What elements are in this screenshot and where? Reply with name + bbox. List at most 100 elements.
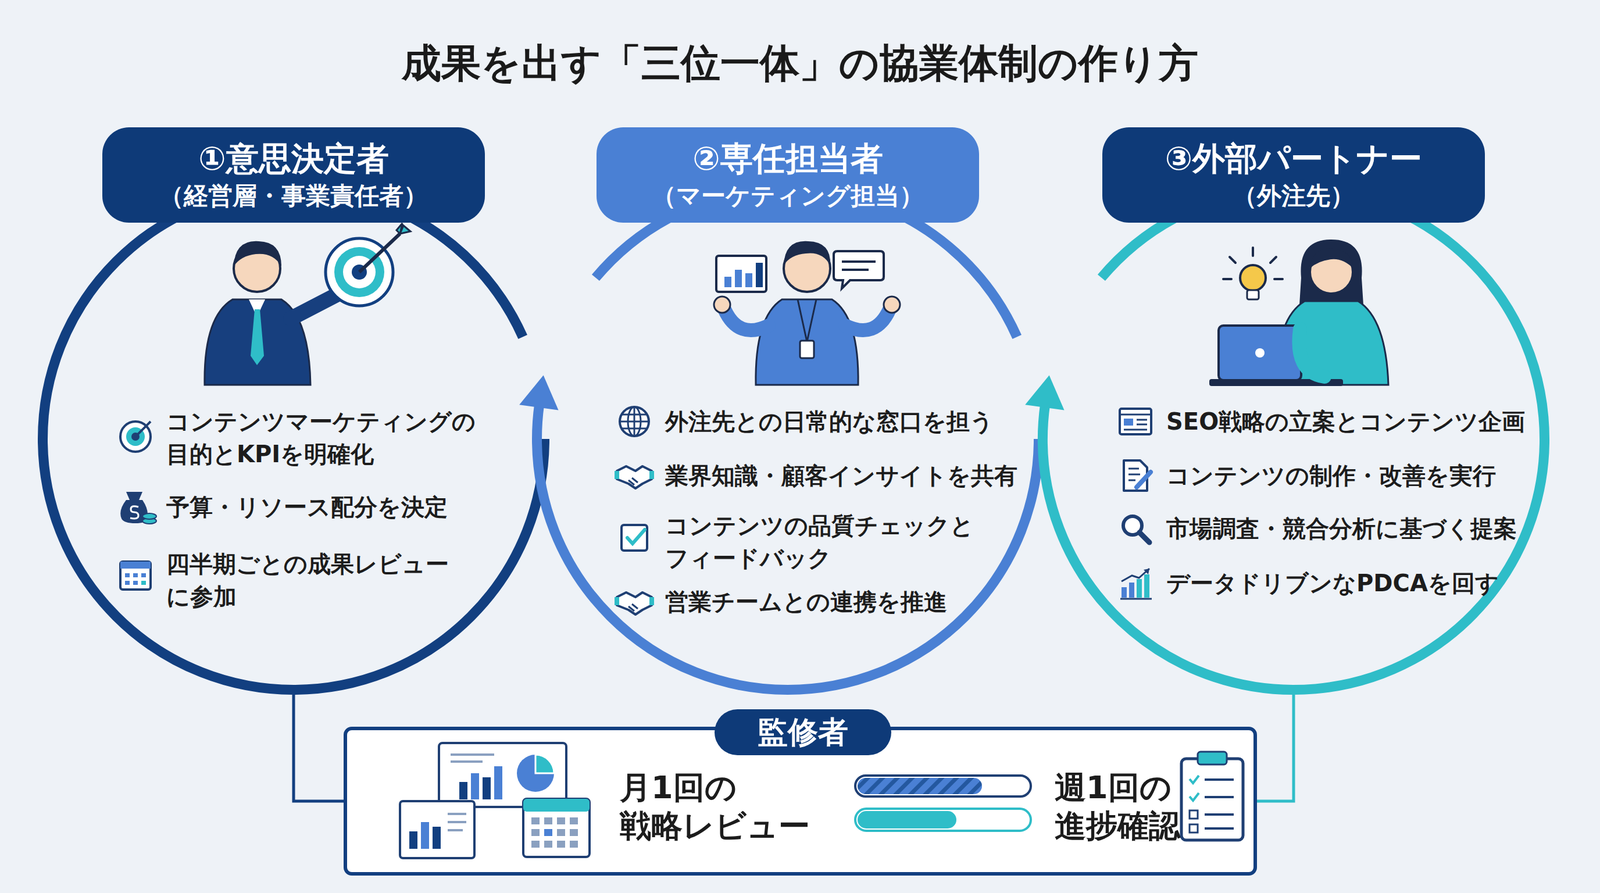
clipboard-icon — [1189, 775, 1199, 801]
calendar-icon — [120, 561, 151, 590]
marketer-illustration — [713, 241, 900, 385]
handshake-icon — [616, 466, 652, 489]
role-circle: 外注先との日常的な窓口を担う業界知識・顧客インサイトを共有コンテンツの品質チェッ… — [531, 183, 1044, 695]
decision-maker-illustration — [248, 299, 266, 317]
report-illustration — [569, 840, 578, 848]
partner-illustration — [1209, 379, 1344, 387]
role-bullet: 予算・リソース配分を決定 — [166, 490, 492, 524]
report-illustration — [420, 822, 430, 849]
report-illustration — [400, 801, 475, 859]
cycle-arrowhead — [1025, 375, 1064, 410]
report-illustration — [482, 777, 491, 800]
decision-maker-illustration — [351, 264, 367, 280]
progress-bar — [855, 808, 1031, 831]
report-illustration — [470, 773, 480, 800]
handshake-icon — [628, 604, 638, 612]
role-bullet: コンテンツマーケティングの 目的とKPIを明確化 — [166, 405, 492, 471]
supervisor-heading: 監修者 — [757, 712, 849, 753]
growth-chart-icon — [1121, 568, 1150, 582]
role-header: ③外部パートナー（外注先） — [1102, 127, 1485, 223]
role-bullet: 市場調査・競合分析に基づく提案 — [1166, 512, 1539, 545]
report-illustration — [531, 840, 540, 848]
calendar-icon — [133, 573, 138, 578]
decision-maker-illustration — [359, 233, 400, 273]
marketer-illustration — [800, 340, 814, 359]
report-illustration — [544, 817, 553, 825]
circle-outline — [531, 183, 1044, 695]
report-illustration — [531, 829, 540, 837]
partner-illustration — [1309, 248, 1354, 269]
marketer-illustration — [783, 241, 831, 266]
role-heading: （外注先） — [1232, 180, 1355, 213]
partner-illustration — [1240, 265, 1266, 291]
marketer-illustration — [713, 296, 731, 313]
target-icon — [120, 421, 151, 452]
role-bullet: 四半期ごとの成果レビュー に参加 — [166, 547, 492, 613]
partner-illustration — [1276, 301, 1389, 385]
partner-illustration — [1298, 329, 1325, 377]
decision-maker-illustration — [290, 293, 339, 319]
marketer-illustration — [845, 309, 890, 331]
decision-maker-illustration — [233, 245, 281, 292]
report-illustration — [556, 840, 566, 848]
target-icon — [131, 432, 140, 441]
report-illustration — [459, 781, 468, 800]
report-illustration — [523, 798, 590, 857]
handshake-icon — [616, 597, 652, 606]
globe-icon — [627, 406, 641, 437]
role-heading: ①意思決定者 — [198, 137, 389, 181]
marketer-illustration — [883, 296, 900, 313]
marketer-illustration — [797, 299, 817, 342]
calendar-icon — [125, 573, 130, 578]
circle-arc — [43, 188, 545, 691]
globe-icon — [619, 406, 649, 437]
decision-maker-illustration — [336, 282, 353, 299]
clipboard-icon — [1197, 751, 1227, 765]
decision-maker-illustration — [204, 223, 411, 385]
money-bag-icon — [142, 513, 157, 520]
clipboard-icon — [1204, 779, 1234, 829]
partner-illustration — [1218, 325, 1302, 381]
marketer-illustration — [841, 261, 876, 270]
role-heading: （経営層・事業責任者） — [159, 180, 428, 213]
report-illustration — [535, 754, 555, 774]
browser-icon — [1119, 408, 1152, 435]
globe-icon — [619, 406, 649, 437]
decision-maker-illustration — [250, 309, 264, 366]
role-bullet: データドリブンなPDCAを回す — [1166, 566, 1539, 600]
handshake-icon — [628, 477, 638, 485]
report-illustration — [447, 813, 467, 831]
report-illustration — [516, 754, 555, 792]
growth-chart-icon — [1136, 579, 1142, 598]
decision-maker-illustration — [233, 241, 282, 267]
report-illustration — [494, 766, 503, 800]
magnifier-icon — [1139, 532, 1150, 543]
progress-bar — [857, 777, 982, 795]
decision-maker-illustration — [204, 299, 311, 385]
growth-chart-icon — [1144, 574, 1150, 598]
growth-chart-icon — [1120, 568, 1152, 599]
report-illustration — [523, 798, 590, 812]
money-bag-icon — [126, 491, 143, 500]
clipboard-icon — [1181, 758, 1244, 841]
calendar-icon — [141, 573, 146, 578]
clipboard-icon — [1181, 751, 1244, 841]
partner-illustration — [1309, 250, 1353, 294]
globe-icon — [619, 406, 649, 437]
role-bullet: コンテンツの制作・改善を実行 — [1166, 459, 1539, 492]
clipboard-icon — [1189, 824, 1198, 833]
decision-maker-illustration — [343, 255, 376, 289]
connector-line — [293, 694, 344, 802]
target-icon — [120, 421, 151, 452]
browser-icon — [1119, 408, 1152, 435]
role-header: ①意思決定者（経営層・事業責任者） — [102, 127, 485, 223]
marketer-illustration — [724, 309, 769, 331]
report-illustration — [544, 840, 553, 848]
partner-illustration — [1223, 247, 1283, 280]
partner-illustration — [1247, 290, 1259, 300]
role-heading: ②専任担当者 — [692, 137, 883, 181]
marketer-illustration — [755, 299, 859, 385]
partner-illustration — [1209, 239, 1389, 387]
supervisor-box: 月1回の 戦略レビュー週1回の 進捗確認監修者 — [343, 726, 1257, 876]
target-icon — [136, 421, 151, 436]
